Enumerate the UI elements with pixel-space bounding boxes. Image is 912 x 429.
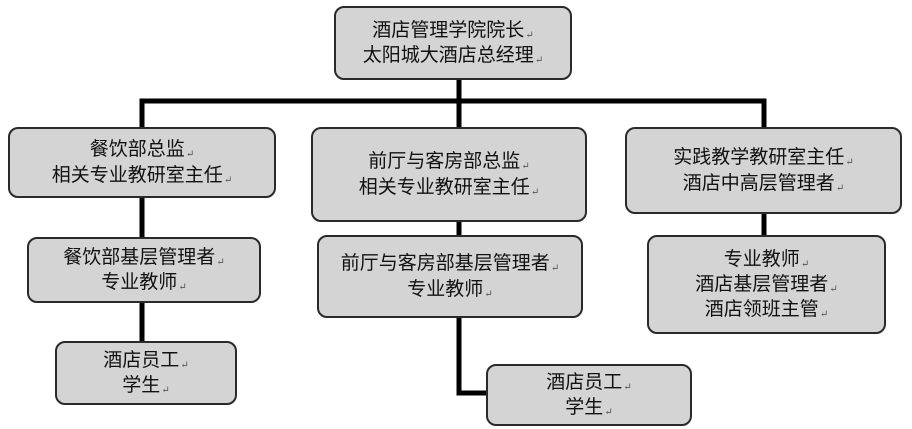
branch-1-level-1-box: 餐饮部基层管理者 专业教师: [27, 237, 261, 303]
branch-3-head-line-2: 酒店中高层管理者: [683, 171, 844, 196]
branch-3-level-1-box: 专业教师 酒店基层管理者 酒店领班主管: [647, 235, 886, 334]
branch-2-level-1-line-1: 前厅与客房部基层管理者: [341, 251, 559, 276]
branch-1-level-1-line-2: 专业教师: [101, 270, 186, 295]
branch-3-level-1-line-3: 酒店领班主管: [705, 297, 828, 322]
branch-2-level-2-line-1: 酒店员工: [546, 370, 631, 395]
branch-2-level-1-line-2: 专业教师: [407, 277, 492, 302]
branch-3-level-1-line-1: 专业教师: [724, 247, 809, 272]
branch-2-level-1-box: 前厅与客房部基层管理者 专业教师: [317, 235, 583, 318]
branch-1-head-box: 餐饮部总监 相关专业教研室主任: [8, 127, 276, 198]
branch-1-level-1-line-1: 餐饮部基层管理者: [63, 245, 224, 270]
branch-1-level-2-line-2: 学生: [122, 373, 169, 398]
branch-2-head-line-1: 前厅与客房部总监: [368, 149, 529, 174]
branch-2-head-line-2: 相关专业教研室主任: [359, 175, 539, 200]
root-box: 酒店管理学院院长 太阳城大酒店总经理: [334, 6, 572, 80]
branch-1-head-line-2: 相关专业教研室主任: [52, 163, 232, 188]
branch-1-level-2-box: 酒店员工 学生: [55, 341, 237, 405]
root-line-1: 酒店管理学院院长: [372, 18, 533, 43]
branch-2-head-box: 前厅与客房部总监 相关专业教研室主任: [311, 127, 587, 222]
branch-1-level-2-line-1: 酒店员工: [103, 348, 188, 373]
branch-3-head-box: 实践教学教研室主任 酒店中高层管理者: [625, 127, 902, 214]
branch-3-level-1-line-2: 酒店基层管理者: [695, 272, 837, 297]
root-line-2: 太阳城大酒店总经理: [363, 43, 543, 68]
branch-2-level-2-box: 酒店员工 学生: [486, 364, 692, 426]
branch-3-head-line-1: 实践教学教研室主任: [673, 145, 853, 170]
branch-1-head-line-1: 餐饮部总监: [90, 137, 194, 162]
branch-2-level-2-line-2: 学生: [565, 395, 612, 420]
